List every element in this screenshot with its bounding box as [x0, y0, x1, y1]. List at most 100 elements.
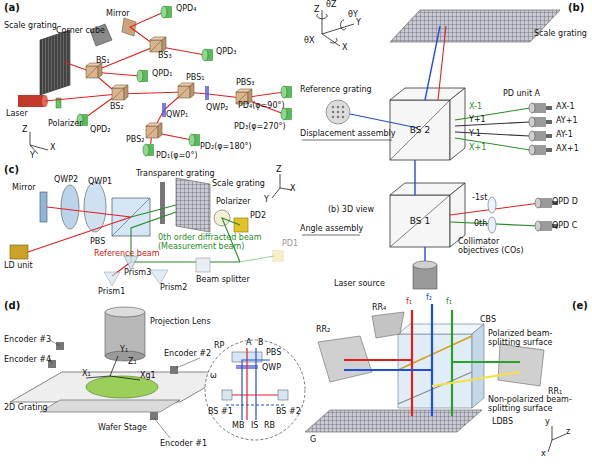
illustration-rect — [150, 412, 158, 420]
illustration-line — [50, 340, 60, 346]
part-label: Z — [276, 166, 281, 175]
part-label: AX+1 — [556, 145, 579, 154]
part-label: QWP2 — [54, 176, 78, 185]
panel-a-illustration — [18, 6, 292, 156]
part-label: Z — [22, 126, 27, 135]
illustration-circle — [205, 340, 305, 440]
illustration-circle — [337, 116, 339, 118]
illustration-ellipse — [61, 185, 79, 229]
illustration-line — [552, 434, 566, 440]
illustration-circle — [337, 106, 339, 108]
illustration-polygon — [472, 324, 484, 408]
illustration-use — [150, 37, 166, 52]
illustration-polyline — [131, 205, 176, 217]
part-label: Polarizer — [48, 120, 82, 129]
part-label: Y+1 — [469, 116, 486, 125]
part-label: QWP₂ — [206, 104, 228, 113]
illustration-circle — [332, 111, 334, 113]
illustration-polyline — [240, 256, 274, 262]
part-label: BS₃ — [158, 52, 172, 61]
illustration-line — [452, 361, 520, 363]
illustration-polygon — [10, 372, 232, 402]
illustration-g — [548, 426, 566, 452]
part-label: QPD D — [552, 198, 578, 207]
illustration-line — [432, 372, 520, 386]
illustration-line — [322, 24, 354, 34]
illustration-polyline — [118, 92, 284, 98]
part-label: QPD₂ — [90, 126, 111, 135]
part-label: 0th order diffracted beam (Measurement b… — [158, 234, 262, 252]
illustration-use — [529, 117, 552, 127]
part-label: Displacement assembly — [300, 130, 396, 139]
illustration-line — [455, 132, 530, 136]
part-label: Y — [30, 152, 35, 161]
part-label: Collimator objectives (COs) — [458, 238, 534, 256]
illustration-ellipse — [413, 261, 437, 269]
beam-connector — [415, 160, 416, 195]
illustration-rect — [222, 390, 232, 400]
part-label: PD₄(φ=90°) — [238, 102, 285, 111]
part-label: X+1 — [469, 144, 486, 153]
part-label: (a) — [4, 2, 20, 13]
illustration-use — [202, 49, 213, 61]
part-label: BS₁ — [96, 57, 110, 66]
part-label: MB — [232, 422, 244, 431]
illustration-rect — [170, 366, 178, 374]
illustration-polyline — [226, 394, 286, 395]
part-label: AY+1 — [556, 117, 578, 126]
part-label: X — [50, 144, 55, 153]
part-label: Polarizer — [216, 198, 250, 207]
part-label: RP — [214, 342, 224, 351]
illustration-line — [350, 114, 418, 128]
illustration-line — [280, 174, 281, 188]
part-label: Reference beam — [94, 250, 160, 259]
illustration-line — [390, 100, 450, 160]
illustration-g — [30, 132, 48, 154]
illustration-line — [154, 418, 170, 438]
part-label: QPD C — [552, 222, 577, 231]
illustration-use — [529, 145, 552, 155]
part-label: Polarized beam-splitting surface — [488, 330, 580, 348]
illustration-use — [189, 134, 200, 146]
panel-d-illustration — [10, 307, 305, 440]
part-label: LD unit — [4, 262, 33, 271]
illustration-use — [112, 85, 128, 100]
part-label: Corner cube — [56, 27, 105, 36]
illustration-line — [344, 369, 432, 371]
illustration-polygon — [122, 18, 136, 36]
part-label: RR₄ — [372, 304, 386, 313]
cube-label: BS 1 — [410, 216, 430, 226]
illustration-rect — [10, 245, 28, 259]
illustration-line — [414, 160, 415, 195]
illustration-path — [330, 38, 337, 43]
part-label: PD2 — [250, 212, 266, 221]
part-label: PD₁(φ=0°) — [156, 152, 198, 161]
part-label: QPD₁ — [152, 70, 173, 79]
part-label: RB — [264, 422, 275, 431]
part-label: 0th — [474, 220, 487, 229]
part-label: Xg1 — [140, 372, 156, 381]
part-label: Laser source — [334, 280, 385, 289]
part-label: Z₁ — [128, 358, 137, 367]
illustration-line — [438, 26, 446, 100]
illustration-circle — [342, 106, 344, 108]
part-label: PBS — [90, 238, 105, 247]
illustration-rect — [234, 218, 248, 232]
illustration-g — [332, 106, 344, 118]
illustration-polyline — [255, 348, 256, 420]
part-label: Prism3 — [124, 269, 151, 278]
illustration-line — [552, 426, 553, 440]
part-label: QWP1 — [88, 178, 112, 187]
illustration-line — [398, 372, 472, 404]
part-label: -1st — [472, 194, 487, 203]
illustration-use — [146, 123, 162, 138]
part-label: Angle assembly — [300, 225, 363, 234]
part-label: X — [342, 44, 347, 53]
illustration-line — [344, 359, 412, 361]
panel-e-illustration — [305, 304, 566, 452]
illustration-polygon — [104, 272, 120, 286]
part-label: f₂ — [426, 294, 432, 303]
illustration-g — [28, 205, 274, 276]
part-label: θZ — [326, 1, 336, 10]
illustration-rect — [40, 192, 47, 222]
